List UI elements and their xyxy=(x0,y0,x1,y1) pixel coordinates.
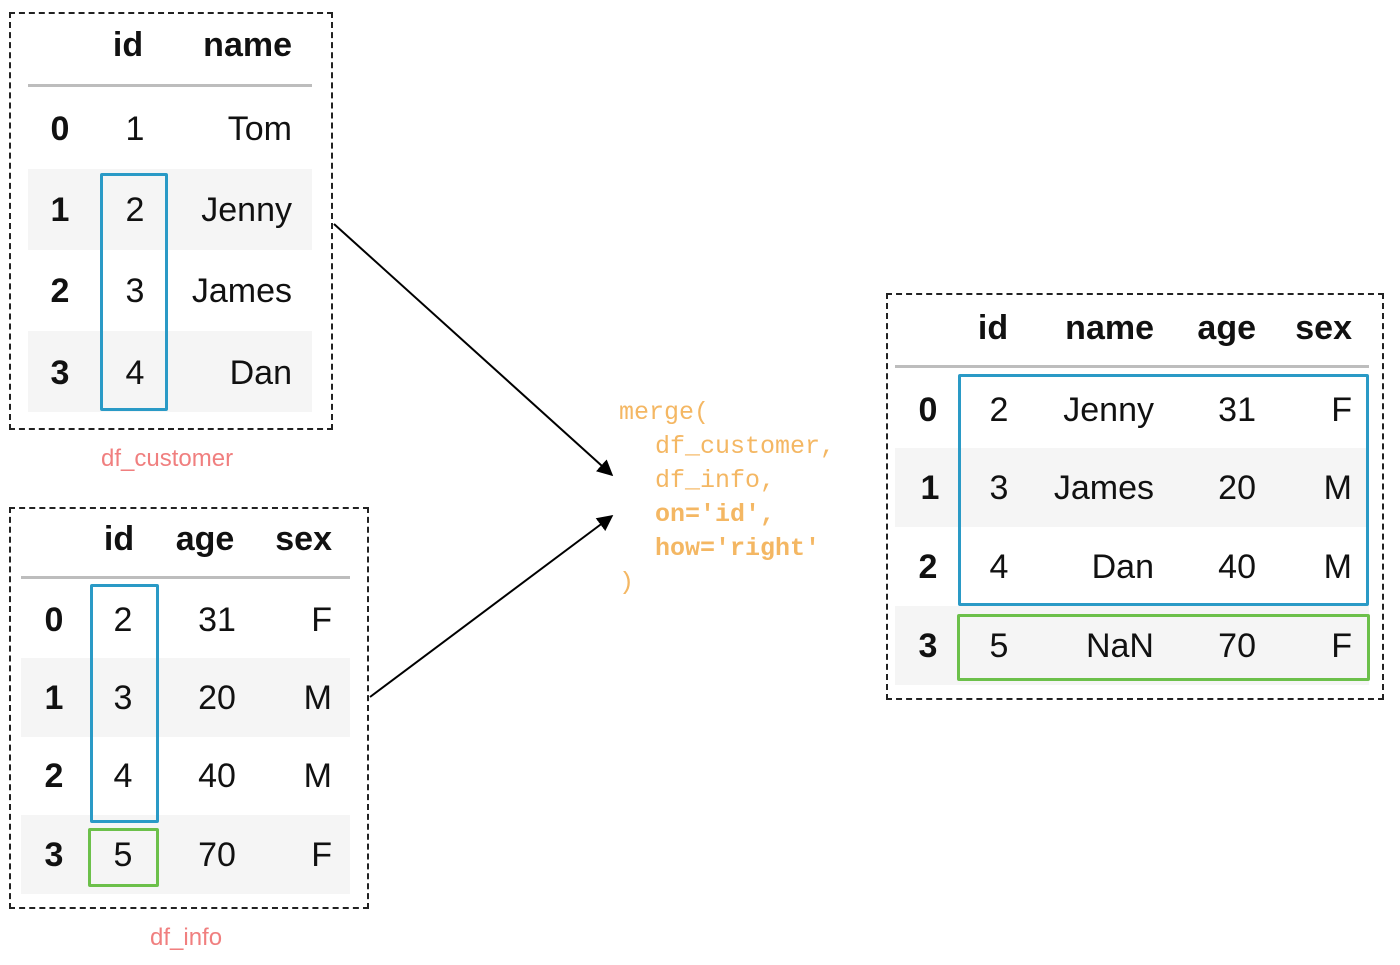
cell-name: Dan xyxy=(229,354,292,392)
result-frame xyxy=(886,293,1384,700)
cell-age: 70 xyxy=(1218,627,1256,665)
cell-name: Jenny xyxy=(1063,391,1154,429)
col-header-id: id xyxy=(112,26,144,64)
cell-age: 70 xyxy=(198,836,236,874)
cell-sex: F xyxy=(311,601,332,639)
cell-sex: F xyxy=(311,836,332,874)
row-index: 3 xyxy=(50,354,70,392)
row-stripe xyxy=(895,448,1369,527)
cell-id: 2 xyxy=(113,601,133,639)
row-index: 2 xyxy=(44,757,64,795)
cell-id: 5 xyxy=(113,836,133,874)
merge-arg-on: on='id', xyxy=(655,500,776,529)
row-stripe xyxy=(895,606,1369,685)
merge-arg-right: df_info, xyxy=(655,466,776,495)
row-stripe xyxy=(21,815,350,894)
row-index: 0 xyxy=(50,110,70,148)
col-header-age: age xyxy=(175,520,235,558)
merge-arg-left: df_customer, xyxy=(655,432,836,461)
matched-rows-highlight xyxy=(958,374,1369,606)
header-divider xyxy=(895,365,1369,368)
row-index: 1 xyxy=(920,469,940,507)
cell-age: 20 xyxy=(1218,469,1256,507)
cell-id: 3 xyxy=(113,679,133,717)
col-header-id: id xyxy=(103,520,135,558)
cell-name: Tom xyxy=(227,110,292,148)
cell-name: Jenny xyxy=(201,191,292,229)
row-stripe xyxy=(28,331,312,412)
row-index: 0 xyxy=(44,601,64,639)
df-info-caption: df_info xyxy=(150,924,223,951)
matched-ids-highlight xyxy=(90,584,159,823)
cell-sex: M xyxy=(1323,548,1352,586)
cell-age: 40 xyxy=(198,757,236,795)
df-customer-frame xyxy=(9,12,333,430)
cell-sex: M xyxy=(303,679,332,717)
cell-id: 1 xyxy=(125,110,145,148)
df-customer-caption: df_customer xyxy=(101,445,234,472)
cell-id: 4 xyxy=(125,354,145,392)
cell-age: 31 xyxy=(198,601,236,639)
cell-name: Dan xyxy=(1091,548,1154,586)
cell-age: 31 xyxy=(1218,391,1256,429)
matched-ids-highlight xyxy=(100,173,168,411)
row-index: 1 xyxy=(50,191,70,229)
col-header-age: age xyxy=(1197,309,1256,347)
row-stripe xyxy=(21,658,350,737)
arrow-from-df-info xyxy=(369,515,614,698)
cell-id: 3 xyxy=(125,272,145,310)
col-header-name: name xyxy=(1065,309,1154,347)
unmatched-id-highlight xyxy=(88,828,159,887)
col-header-sex: sex xyxy=(1295,309,1352,347)
row-index: 2 xyxy=(50,272,70,310)
cell-sex: F xyxy=(1331,627,1352,665)
header-divider xyxy=(21,576,350,579)
cell-id: 2 xyxy=(125,191,145,229)
row-index: 3 xyxy=(918,627,938,665)
cell-id: 2 xyxy=(989,391,1009,429)
row-index: 1 xyxy=(44,679,64,717)
df-info-frame xyxy=(9,507,369,909)
col-header-name: name xyxy=(203,26,292,64)
cell-id: 5 xyxy=(989,627,1009,665)
col-header-sex: sex xyxy=(275,520,332,558)
merge-arg-how: how='right' xyxy=(655,534,821,563)
cell-age: 20 xyxy=(198,679,236,717)
cell-sex: F xyxy=(1331,391,1352,429)
col-header-id: id xyxy=(977,309,1009,347)
cell-name: NaN xyxy=(1085,627,1154,665)
cell-sex: M xyxy=(303,757,332,795)
arrow-from-df-customer xyxy=(333,223,614,477)
cell-id: 4 xyxy=(989,548,1009,586)
row-index: 0 xyxy=(918,391,938,429)
merge-call-open: merge( xyxy=(619,398,710,427)
row-index: 3 xyxy=(44,836,64,874)
cell-age: 40 xyxy=(1218,548,1256,586)
cell-id: 4 xyxy=(113,757,133,795)
cell-name: James xyxy=(191,272,292,310)
cell-sex: M xyxy=(1323,469,1352,507)
cell-name: James xyxy=(1053,469,1154,507)
row-index: 2 xyxy=(918,548,938,586)
cell-id: 3 xyxy=(989,469,1009,507)
header-divider xyxy=(28,84,312,87)
unmatched-row-highlight xyxy=(957,614,1370,681)
row-stripe xyxy=(28,169,312,250)
merge-call-close: ) xyxy=(619,568,635,597)
